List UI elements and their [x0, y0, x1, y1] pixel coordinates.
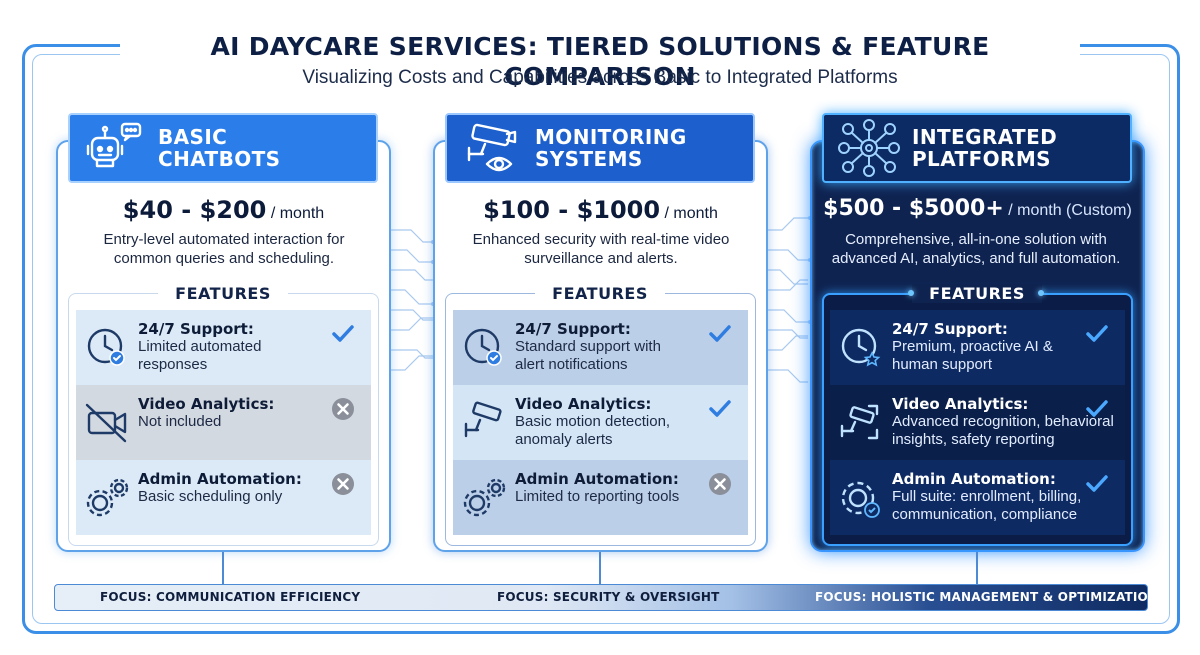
feature-name: 24/7 Support: — [515, 320, 631, 338]
tier-description-integrated: Comprehensive, all-in-one solution with … — [831, 231, 1121, 267]
feature-row: Video Analytics: Basic motion detection,… — [453, 385, 748, 460]
tier-name: INTEGRATED PLATFORMS — [912, 125, 1058, 171]
chatbot-icon — [80, 118, 150, 178]
feature-name: 24/7 Support: — [138, 320, 254, 338]
page-title: AI DAYCARE SERVICES: TIERED SOLUTIONS & … — [120, 32, 1080, 91]
gears-icon — [76, 460, 138, 535]
tier-description-monitoring: Enhanced security with real-time video s… — [472, 231, 730, 267]
feature-detail: Limited to reporting tools — [515, 488, 680, 505]
feature-detail: Limited automated responses — [138, 338, 262, 373]
clock-star-icon — [830, 310, 892, 385]
feature-row: 24/7 Support: Limited automated response… — [76, 310, 371, 385]
feature-row: 24/7 Support: Standard support with aler… — [453, 310, 748, 385]
feature-name: Admin Automation: — [892, 470, 1056, 488]
feature-row: Video Analytics: Not included — [76, 385, 371, 460]
feature-name: Admin Automation: — [515, 470, 679, 488]
price-period: / month — [270, 205, 325, 222]
price-amount: $40 - $200 — [122, 196, 267, 224]
features-label: FEATURES — [158, 284, 288, 303]
price-amount: $100 - $1000 — [483, 196, 661, 224]
feature-name: Admin Automation: — [138, 470, 302, 488]
feature-detail: Basic scheduling only — [138, 488, 283, 505]
connector-line — [976, 552, 978, 584]
checkmark-icon — [1086, 475, 1108, 492]
gears-icon — [453, 460, 515, 535]
focus-label-basic: FOCUS: COMMUNICATION EFFICIENCY — [100, 590, 361, 604]
checkmark-icon — [709, 400, 731, 417]
tier-price-monitoring: $100 - $1000 / month — [433, 196, 768, 224]
feature-name: 24/7 Support: — [892, 320, 1008, 338]
feature-detail: Advanced recognition, behavioral insight… — [892, 413, 1114, 448]
checkmark-icon — [709, 325, 731, 342]
network-hub-icon — [834, 118, 904, 178]
feature-detail: Basic motion detection, anomaly alerts — [515, 413, 671, 448]
tier-header-monitoring: MONITORING SYSTEMS — [445, 113, 755, 183]
cross-icon — [709, 473, 731, 495]
features-label: FEATURES — [535, 284, 665, 303]
checkmark-icon — [1086, 325, 1108, 342]
feature-row: 24/7 Support: Premium, proactive AI & hu… — [830, 310, 1125, 385]
feature-detail: Full suite: enrollment, billing, communi… — [892, 488, 1082, 523]
tier-name: MONITORING SYSTEMS — [535, 125, 687, 171]
feature-row: Admin Automation: Full suite: enrollment… — [830, 460, 1125, 535]
gear-check-icon — [830, 460, 892, 535]
features-label: FEATURES — [912, 284, 1042, 303]
feature-name: Video Analytics: — [138, 395, 275, 413]
cross-icon — [332, 473, 354, 495]
connector-line — [599, 552, 601, 584]
feature-name: Video Analytics: — [515, 395, 652, 413]
feature-detail: Premium, proactive AI & human support — [892, 338, 1053, 373]
clock-check-icon — [453, 310, 515, 385]
price-period: / month (Custom) — [1008, 202, 1132, 219]
price-amount: $500 - $5000+ — [823, 196, 1004, 221]
checkmark-icon — [332, 325, 354, 342]
focus-label-monitoring: FOCUS: SECURITY & OVERSIGHT — [497, 590, 720, 604]
tier-name: BASIC CHATBOTS — [158, 125, 281, 171]
feature-detail: Standard support with alert notification… — [515, 338, 661, 373]
feature-row: Admin Automation: Basic scheduling only — [76, 460, 371, 535]
clock-check-icon — [76, 310, 138, 385]
price-period: / month — [664, 205, 718, 222]
camera-scan-icon — [830, 385, 892, 460]
focus-bar — [54, 584, 1148, 611]
camera-off-icon — [76, 385, 138, 460]
feature-detail: Not included — [138, 413, 222, 430]
glow-dot — [908, 290, 914, 296]
feature-row: Admin Automation: Limited to reporting t… — [453, 460, 748, 535]
tier-price-basic: $40 - $200 / month — [56, 196, 391, 224]
checkmark-icon — [1086, 400, 1108, 417]
glow-dot — [1038, 290, 1044, 296]
feature-name: Video Analytics: — [892, 395, 1029, 413]
security-camera-eye-icon — [457, 118, 527, 178]
cross-icon — [332, 398, 354, 420]
tier-description-basic: Entry-level automated interaction for co… — [103, 231, 345, 267]
security-camera-icon — [453, 385, 515, 460]
page-subtitle: Visualizing Costs and Capabilities acros… — [302, 67, 898, 88]
tier-header-basic: BASIC CHATBOTS — [68, 113, 378, 183]
connector-line — [222, 552, 224, 584]
focus-label-integrated: FOCUS: HOLISTIC MANAGEMENT & OPTIMIZATIO… — [815, 590, 1159, 604]
tier-header-integrated: INTEGRATED PLATFORMS — [822, 113, 1132, 183]
tier-price-integrated: $500 - $5000+ / month (Custom) — [810, 196, 1145, 221]
feature-row: Video Analytics: Advanced recognition, b… — [830, 385, 1125, 460]
